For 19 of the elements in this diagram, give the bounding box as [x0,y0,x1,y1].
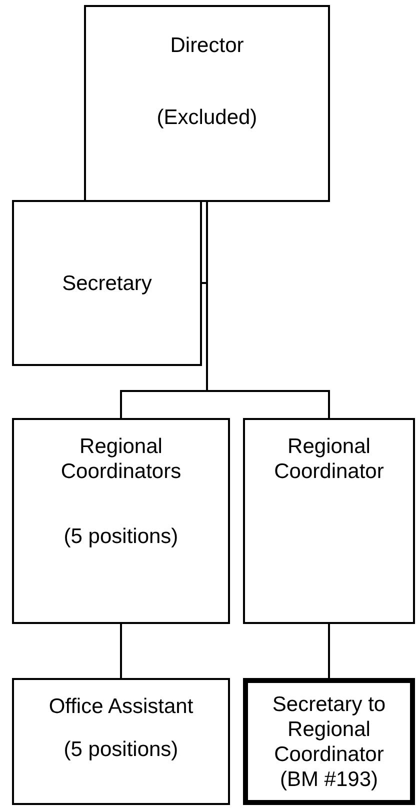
position-box [12,678,230,805]
position-box [12,200,202,366]
position-note: (5 positions) [64,524,178,549]
position-box [243,418,415,624]
connector-line [206,202,330,418]
position-box [243,678,415,805]
position-box [84,5,330,202]
position-note: (5 positions) [64,737,178,762]
connector-line [120,624,122,678]
position-note: (Excluded) [156,105,258,130]
position-title: Regional Coordinators [60,434,182,484]
position-title: Office Assistant [48,694,194,719]
position-title: Secretary to Regional Coordinator [271,692,387,766]
position-title: Regional Coordinator [273,434,385,484]
position-title: Director [170,33,244,58]
connector-line [328,624,330,678]
position-note: (BM #193) [280,766,378,792]
position-box [12,418,230,624]
position-title: Secretary [62,270,152,296]
